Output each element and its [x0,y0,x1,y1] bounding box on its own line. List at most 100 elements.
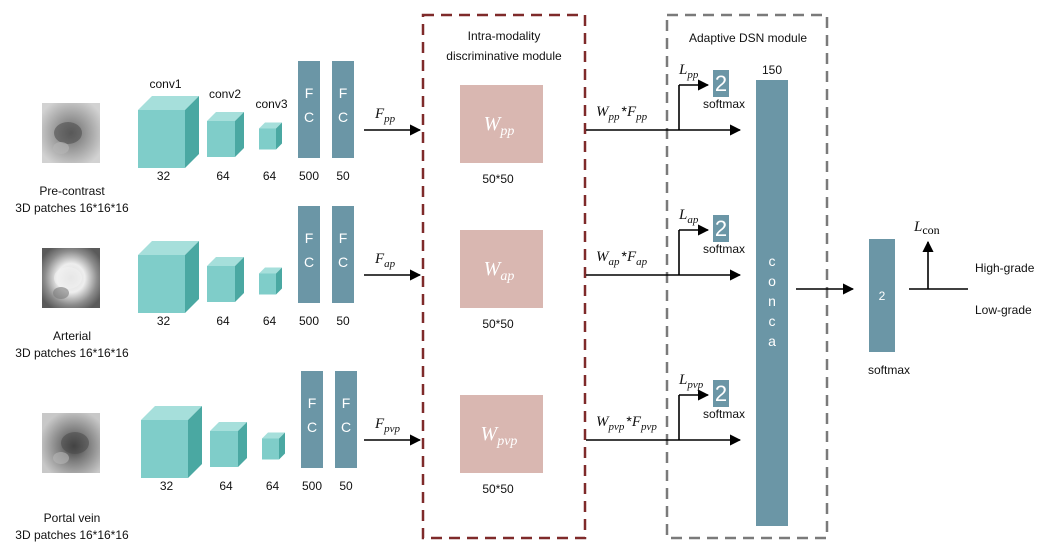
concat-letter: c [769,253,776,269]
fc-letter: C [304,254,314,270]
fc-size-label: 50 [336,314,350,328]
patch-size-label: 3D patches 16*16*16 [15,528,129,542]
dsn-softmax-value: 2 [715,71,727,96]
fc-letter: C [338,254,348,270]
conv-size-label: 32 [160,479,174,493]
fc-letter: F [339,230,348,246]
phase-label: Portal vein [44,511,101,525]
dsn-loss-label: Lpvp [678,372,704,391]
input-patch-image [42,413,100,473]
fc-letter: F [339,85,348,101]
conv-size-label: 64 [216,169,230,183]
fc-size-label: 500 [302,479,322,493]
final-loss-label: Lcon [913,219,940,237]
concat-block [756,80,788,526]
fc-layer-bar [335,371,357,468]
conv-size-label: 64 [263,169,277,183]
intra-module-title-line2: discriminative module [446,49,562,63]
weight-label: Wpp [484,113,515,139]
conv3-block [259,267,282,295]
concat-letter: n [768,293,776,309]
intra-module-title-line1: Intra-modality [468,29,541,43]
dsn-softmax-block [713,215,729,242]
dsn-module-title: Adaptive DSN module [689,31,807,45]
conv1-block [138,96,199,168]
weight-block [460,85,543,163]
concat-size: 150 [762,63,782,77]
dsn-softmax-block [713,380,729,407]
feature-label: Fap [374,251,396,270]
conv-size-label: 64 [219,479,233,493]
fc-letter: F [308,395,317,411]
conv3-block [259,122,282,150]
dsn-loss-label: Lpp [678,62,699,81]
fc-letter: C [307,419,317,435]
intra-modality-module-border [421,13,587,540]
weight-block [460,230,543,308]
fc-size-label: 50 [336,169,350,183]
conv2-block [207,257,244,302]
fc-letter: F [305,230,314,246]
concat-letter: o [768,273,776,289]
conv3-block [262,432,285,460]
dsn-module-border [665,13,829,540]
concat-letter: c [769,313,776,329]
feature-label: Fpp [374,106,396,125]
weighted-feature-label: Wpvp*Fpvp [596,413,657,433]
conv-size-label: 64 [263,314,277,328]
fc-letter: F [342,395,351,411]
feature-label: Fpvp [374,416,401,435]
weight-block [460,395,543,473]
phase-label: Pre-contrast [39,184,105,198]
class-low-grade: Low-grade [975,303,1032,317]
input-patch-image [42,103,100,163]
dsn-softmax-value: 2 [715,381,727,406]
fc-letter: C [338,109,348,125]
fc-layer-bar [301,371,323,468]
conv1-block [141,406,202,478]
fc-letter: F [305,85,314,101]
fc-letter: C [304,109,314,125]
dsn-softmax-block [713,70,729,97]
dsn-loss-label: Lap [678,207,699,226]
fc-size-label: 50 [339,479,353,493]
dsn-softmax-label: softmax [703,242,745,256]
rows-layer: Pre-contrast 3D patches 16*16*16 32 conv1 64… [15,61,745,542]
fc-layer-bar [298,206,320,303]
conv2-block [210,422,247,467]
dsn-softmax-value: 2 [715,216,727,241]
final-softmax-value: 2 [879,289,886,303]
fc-layer-bar [332,206,354,303]
fc-layer-bar [298,61,320,158]
fc-letter: C [341,419,351,435]
final-softmax-label: softmax [868,363,910,377]
conv-size-label: 64 [266,479,280,493]
final-softmax-block [869,239,895,352]
conv-size-label: 32 [157,314,171,328]
weighted-feature-label: Wpp*Fpp [596,103,648,123]
weight-dim-label: 50*50 [482,482,514,496]
patch-size-label: 3D patches 16*16*16 [15,201,129,215]
weight-label: Wap [484,258,515,284]
conv2-block [207,112,244,157]
conv-size-label: 32 [157,169,171,183]
row-pre-contrast: Pre-contrast 3D patches 16*16*16 32 conv1 64… [15,61,745,215]
patch-size-label: 3D patches 16*16*16 [15,346,129,360]
fc-layer-bar [332,61,354,158]
conv-name-label: conv3 [255,97,287,111]
conv-name-label: conv2 [209,87,241,101]
weight-dim-label: 50*50 [482,172,514,186]
conv1-block [138,241,199,313]
class-high-grade: High-grade [975,261,1035,275]
conv-name-label: conv1 [149,77,181,91]
fc-size-label: 500 [299,314,319,328]
dsn-softmax-label: softmax [703,97,745,111]
input-patch-image [42,248,100,308]
phase-label: Arterial [53,329,91,343]
weight-label: Wpvp [481,423,518,449]
conv-size-label: 64 [216,314,230,328]
